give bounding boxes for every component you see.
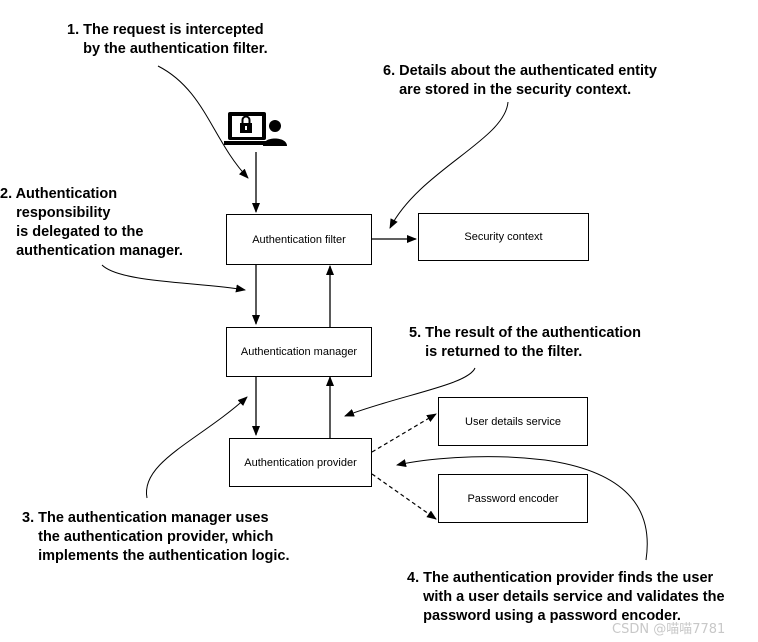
laptop-lock-user-icon [224, 112, 287, 146]
callout-curve-1 [157, 65, 249, 179]
password-encoder-label: Password encoder [467, 492, 559, 505]
note-4: 4. The authentication provider finds the… [407, 570, 725, 624]
note-3: 3. The authentication manager uses the a… [22, 510, 290, 564]
authentication-provider-label: Authentication provider [244, 456, 357, 469]
watermark: CSDN @喵喵7781 [612, 622, 726, 637]
authentication-filter-label: Authentication filter [252, 233, 346, 246]
security-context-label: Security context [464, 231, 543, 243]
callout-curve-5 [344, 367, 476, 417]
authentication-manager-label: Authentication manager [240, 346, 358, 358]
arrow-provider-to-user-details-service [371, 413, 437, 453]
arrow-provider-to-password-encoder [371, 473, 437, 520]
security-context-box: Security context [418, 213, 589, 261]
user-details-service-label: User details service [465, 415, 561, 428]
authentication-provider-box: Authentication provider [229, 438, 372, 487]
note-6: 6. Details about the authenticated entit… [383, 63, 657, 98]
note-1: 1. The request is intercepted by the aut… [67, 22, 268, 57]
callout-curve-4 [396, 456, 648, 561]
callout-curve-3 [146, 396, 248, 499]
callout-curve-6 [389, 101, 509, 229]
authentication-manager-box: Authentication manager [226, 327, 372, 377]
note-2: 2. Authentication responsibility is dele… [0, 186, 183, 259]
password-encoder-box: Password encoder [438, 474, 588, 523]
callout-curve-2 [101, 264, 246, 293]
user-details-service-box: User details service [438, 397, 588, 446]
authentication-filter-box: Authentication filter [226, 214, 372, 265]
note-5: 5. The result of the authentication is r… [409, 325, 642, 360]
